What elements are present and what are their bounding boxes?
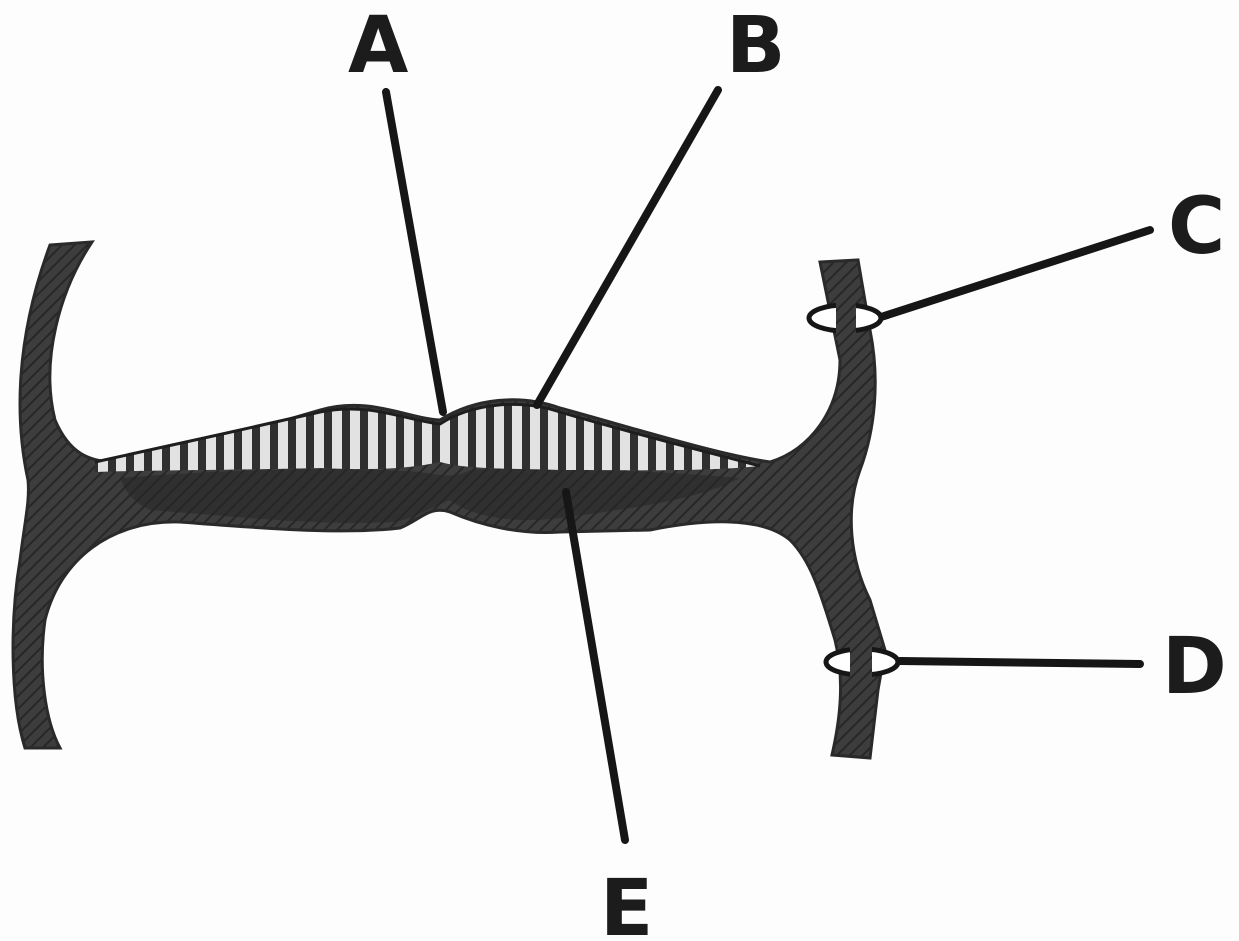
leader-line-e bbox=[562, 488, 629, 844]
label-d: D bbox=[1162, 622, 1227, 712]
ring-c-tissue bbox=[836, 300, 856, 340]
label-a: A bbox=[348, 1, 408, 91]
label-c: C bbox=[1168, 182, 1225, 272]
inner-layer bbox=[120, 468, 740, 523]
leader-line-a bbox=[382, 88, 447, 416]
ring-d-tissue bbox=[850, 643, 872, 683]
leader-line-d bbox=[896, 657, 1144, 668]
label-b: B bbox=[726, 1, 785, 91]
striped-band-outline bbox=[94, 402, 761, 468]
leader-line-b bbox=[533, 86, 722, 409]
label-e: E bbox=[600, 864, 653, 941]
leader-line-c bbox=[874, 226, 1154, 322]
